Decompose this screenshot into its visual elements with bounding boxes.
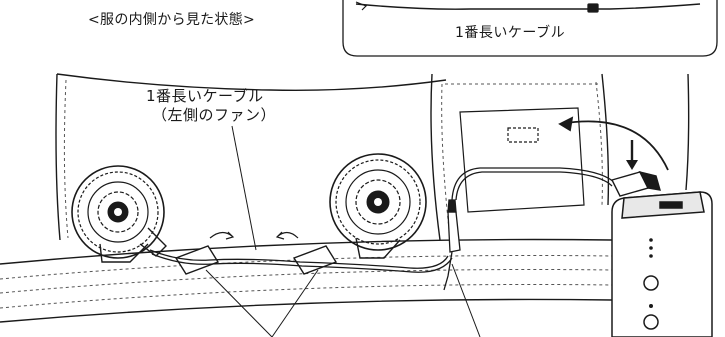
leader-lines: [205, 125, 481, 337]
rotate-arrows: [209, 231, 299, 240]
long-cable: [149, 249, 453, 273]
callout-fan-side-label: （左側のファン）: [152, 106, 277, 124]
battery-pack: [611, 191, 713, 337]
waist-band: [0, 238, 613, 323]
callout-cable-label: 1番長いケーブル: [146, 87, 264, 105]
battery-cable: [451, 167, 615, 201]
right-fan: [329, 153, 427, 259]
battery-plug: [610, 170, 661, 197]
cable-splitter: [443, 199, 461, 291]
left-fan: [71, 165, 167, 263]
view-caption: <服の内側から見た状態>: [88, 12, 256, 28]
down-arrow: [626, 140, 638, 170]
insert-arrow: [558, 116, 669, 171]
inset-box: [342, 0, 718, 57]
garment-outline: [55, 73, 690, 241]
inset-cable: [355, 3, 701, 10]
inset-cable-label: 1番長いケーブル: [455, 25, 566, 41]
